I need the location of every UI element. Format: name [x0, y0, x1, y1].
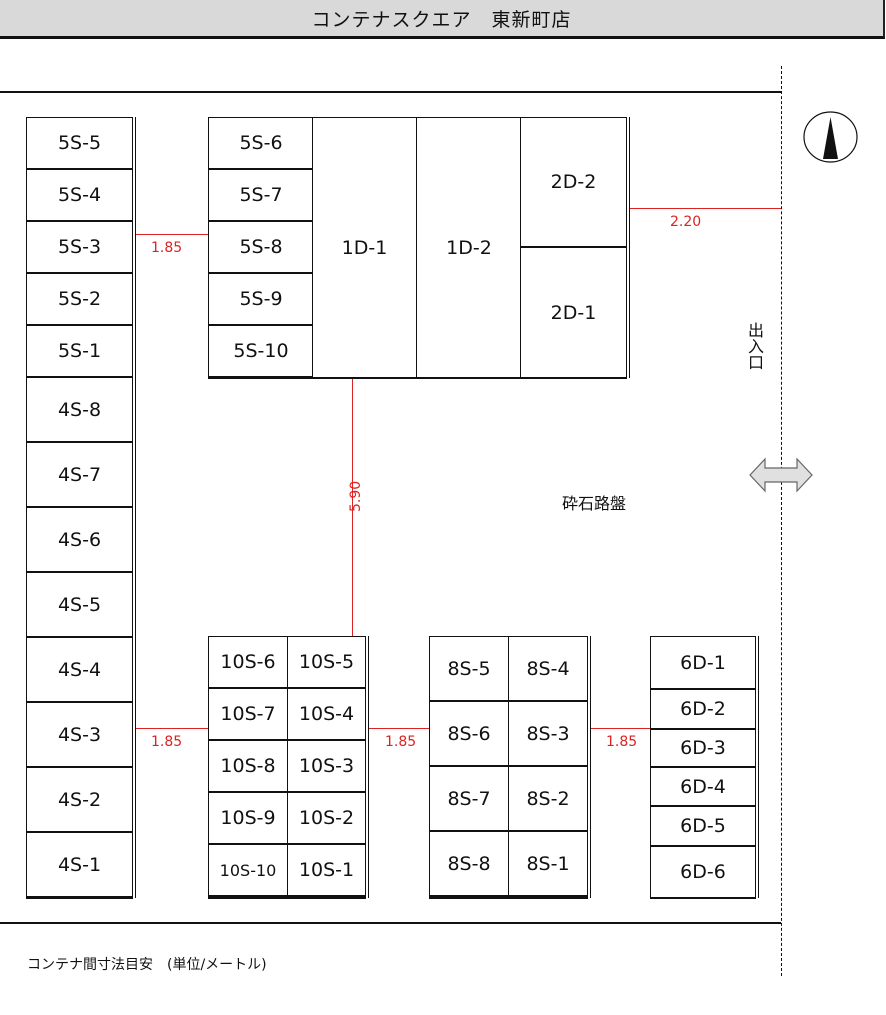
storage-unit[interactable]: 1D-2 [416, 117, 522, 378]
storage-unit[interactable]: 10S-7 [208, 688, 288, 740]
storage-unit[interactable]: 4S-8 [26, 377, 133, 442]
road-boundary-bottom [0, 922, 781, 924]
storage-unit[interactable]: 4S-4 [26, 637, 133, 702]
storage-unit[interactable]: 6D-1 [650, 636, 756, 689]
storage-unit[interactable]: 6D-2 [650, 689, 756, 729]
storage-unit[interactable]: 4S-2 [26, 767, 133, 832]
storage-unit[interactable]: 5S-1 [26, 325, 133, 377]
storage-unit[interactable]: 10S-2 [287, 792, 366, 844]
storage-unit[interactable]: 8S-8 [429, 831, 509, 896]
dimension-line [587, 728, 651, 729]
dimension-line [132, 234, 209, 235]
dimension-right-gap: 2.20 [670, 214, 702, 230]
caption: コンテナ間寸法目安 (単位/メートル) [27, 957, 267, 973]
storage-unit[interactable]: 8S-1 [508, 831, 588, 896]
dimension-line [626, 208, 781, 209]
storage-unit[interactable]: 6D-6 [650, 846, 756, 898]
storage-unit[interactable]: 5S-7 [208, 169, 314, 221]
dimension-line [352, 377, 353, 637]
storage-unit[interactable]: 5S-5 [26, 117, 133, 169]
road-boundary-right [781, 66, 782, 976]
road-boundary-top [0, 91, 781, 93]
dimension-line [132, 728, 209, 729]
storage-unit[interactable]: 8S-6 [429, 701, 509, 766]
storage-unit[interactable]: 5S-4 [26, 169, 133, 221]
storage-unit[interactable]: 8S-5 [429, 636, 509, 701]
storage-unit[interactable]: 10S-10 [208, 844, 288, 896]
storage-unit[interactable]: 6D-3 [650, 729, 756, 767]
dimension-line [365, 728, 430, 729]
storage-unit[interactable]: 4S-1 [26, 832, 133, 897]
entrance-label: 出入口 [745, 322, 764, 370]
storage-unit[interactable]: 4S-7 [26, 442, 133, 507]
storage-unit[interactable]: 4S-3 [26, 702, 133, 767]
storage-unit[interactable]: 1D-1 [312, 117, 417, 378]
storage-unit[interactable]: 5S-9 [208, 273, 314, 325]
north-compass-icon [803, 111, 858, 163]
dimension-bottom-gap-1: 1.85 [151, 734, 183, 750]
storage-unit[interactable]: 8S-4 [508, 636, 588, 701]
storage-unit[interactable]: 2D-1 [520, 247, 627, 378]
entrance-arrow-icon [749, 456, 813, 494]
storage-unit[interactable]: 8S-2 [508, 766, 588, 831]
storage-unit[interactable]: 10S-9 [208, 792, 288, 844]
storage-unit[interactable]: 6D-5 [650, 806, 756, 846]
storage-unit[interactable]: 10S-4 [287, 688, 366, 740]
storage-unit[interactable]: 10S-6 [208, 636, 288, 688]
dimension-bottom-gap-3: 1.85 [606, 734, 638, 750]
surface-label: 砕石路盤 [562, 494, 627, 513]
storage-unit[interactable]: 8S-7 [429, 766, 509, 831]
storage-unit[interactable]: 5S-10 [208, 325, 314, 377]
storage-unit[interactable]: 4S-6 [26, 507, 133, 572]
storage-unit[interactable]: 10S-5 [287, 636, 366, 688]
storage-unit[interactable]: 4S-5 [26, 572, 133, 637]
storage-unit[interactable]: 8S-3 [508, 701, 588, 766]
storage-unit[interactable]: 5S-2 [26, 273, 133, 325]
storage-unit[interactable]: 10S-1 [287, 844, 366, 896]
storage-unit[interactable]: 2D-2 [520, 117, 627, 247]
page-title: コンテナスクエア 東新町店 [0, 0, 885, 39]
storage-unit[interactable]: 5S-8 [208, 221, 314, 273]
dimension-bottom-gap-2: 1.85 [385, 734, 417, 750]
storage-unit[interactable]: 5S-3 [26, 221, 133, 273]
storage-unit[interactable]: 10S-8 [208, 740, 288, 792]
dimension-top-gap: 1.85 [151, 240, 183, 256]
storage-unit[interactable]: 10S-3 [287, 740, 366, 792]
dimension-aisle: 5.90 [348, 480, 364, 512]
storage-unit[interactable]: 6D-4 [650, 767, 756, 806]
storage-unit[interactable]: 5S-6 [208, 117, 314, 169]
